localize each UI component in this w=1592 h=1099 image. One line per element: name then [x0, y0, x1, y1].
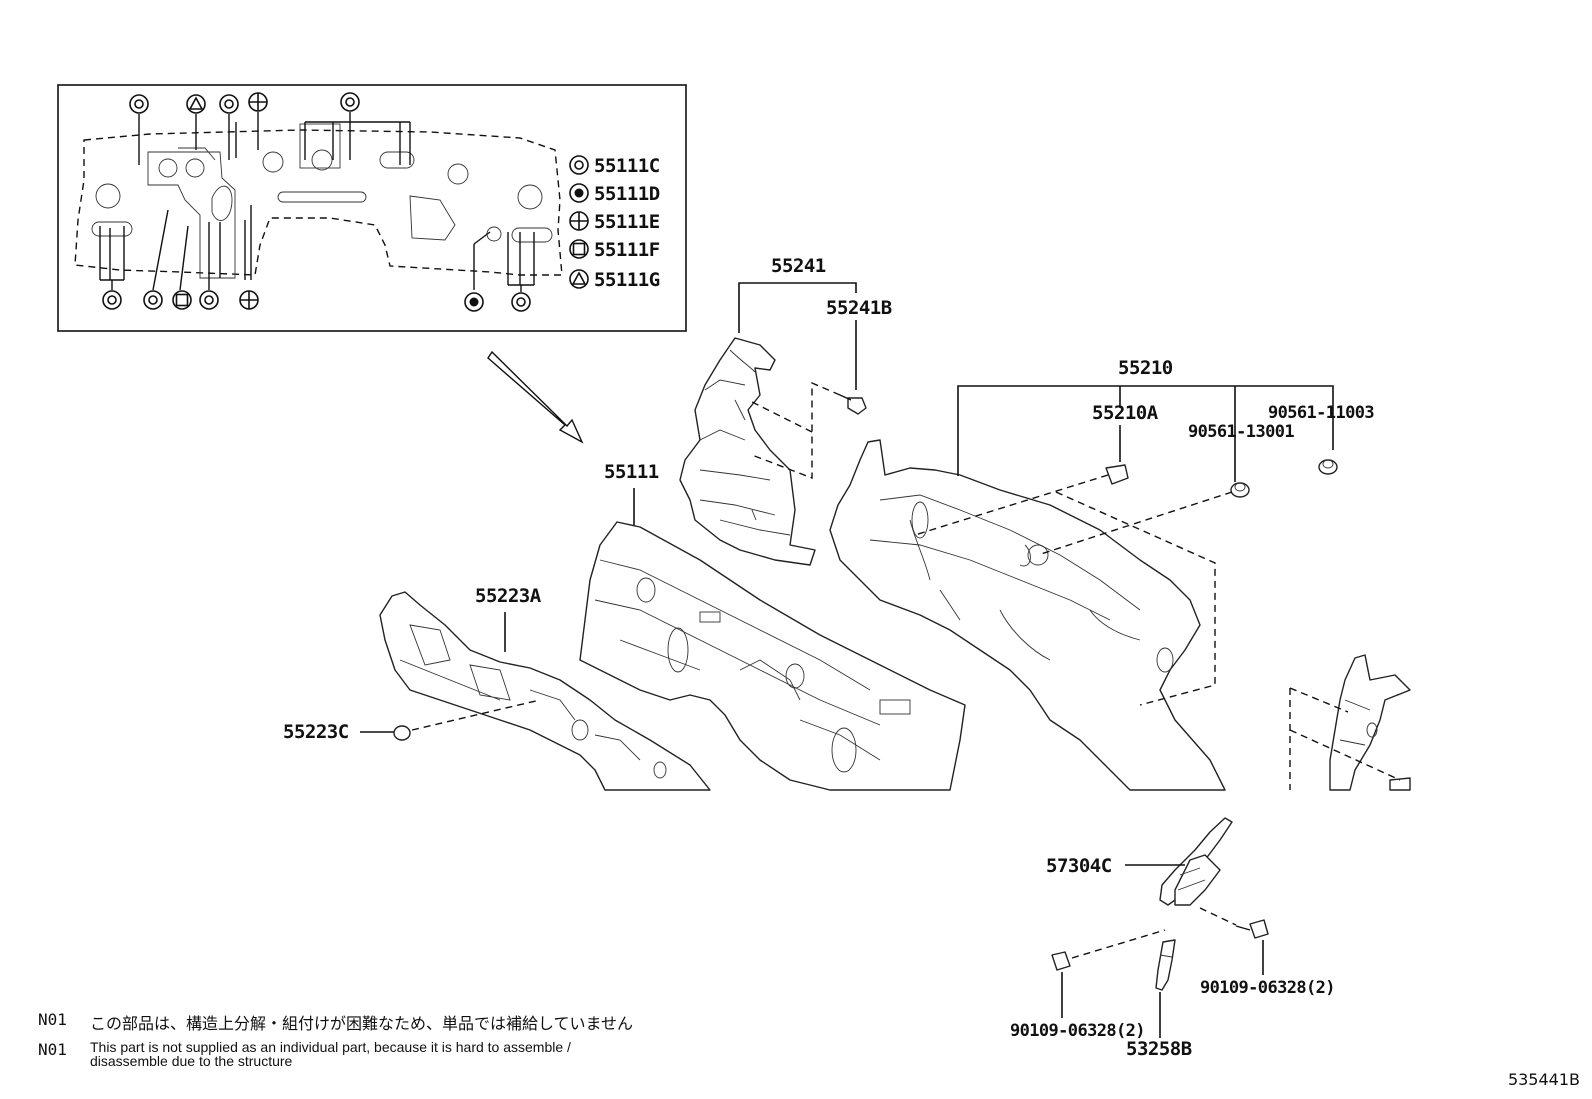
legend-code-55111c: 55111C [594, 155, 660, 177]
callout-55241: 55241 [771, 255, 826, 277]
legend-triangle-circle-icon [569, 269, 589, 289]
symbol-55111c [340, 92, 360, 112]
symbol-legend: 55111C 55111D 55111E 55111F 55111G [569, 155, 660, 291]
legend-filled-dot-icon [569, 183, 589, 203]
part-53258b-bracket [1155, 939, 1176, 991]
note-code: N01 [38, 1040, 67, 1059]
figure-number: 535441B [1507, 1070, 1580, 1089]
note-text-en-line2: disassemble due to the structure [90, 1053, 293, 1069]
grommet-90561-13001 [1230, 482, 1250, 498]
callout-55223a: 55223A [475, 585, 542, 607]
legend-code-55111f: 55111F [594, 239, 660, 261]
legend-code-55111e: 55111E [594, 211, 660, 233]
part-55241-insulator [679, 337, 816, 566]
symbol-55111c [143, 290, 163, 310]
symbol-55111e [239, 290, 259, 310]
part-55223a-silencer [379, 591, 711, 791]
symbol-55111g [186, 94, 206, 114]
symbol-55111c [199, 290, 219, 310]
callout-90561-11003: 90561-11003 [1268, 403, 1374, 423]
symbol-55111c [129, 94, 149, 114]
callout-53258b: 53258B [1126, 1038, 1192, 1060]
clip-55210a [1105, 464, 1129, 485]
part-57304c-brace [1159, 817, 1233, 906]
clip-55223c [393, 725, 411, 741]
callout-90109-06328-left: 90109-06328(2) [1010, 1021, 1145, 1041]
callout-90561-13001: 90561-13001 [1188, 422, 1294, 442]
legend-square-circle-icon [569, 239, 589, 259]
symbol-55111f [172, 290, 192, 310]
direction-arrow [487, 350, 584, 444]
clip-55241b [839, 394, 867, 415]
grommet-90561-11003 [1318, 459, 1338, 475]
note-english: N01 This part is not supplied as an indi… [38, 1040, 571, 1068]
part-right-fragment [1329, 654, 1411, 791]
callout-90109-06328-right: 90109-06328(2) [1200, 978, 1335, 998]
note-code: N01 [38, 1010, 67, 1029]
note-text-ja: この部品は、構造上分解・組付けが困難なため、単品では補給していません [90, 1014, 634, 1033]
bolt-90109-left [1051, 951, 1071, 971]
symbol-55111c [102, 290, 122, 310]
bolt-90109-right [1235, 919, 1269, 939]
callout-55210: 55210 [1118, 357, 1173, 379]
legend-cross-circle-icon [569, 211, 589, 231]
callout-55241b: 55241B [826, 297, 892, 319]
callout-55223c: 55223C [283, 721, 349, 743]
callout-55111: 55111 [604, 461, 659, 483]
note-text-en-line1: This part is not supplied as an individu… [90, 1039, 571, 1055]
legend-double-circle-icon [569, 155, 589, 175]
legend-code-55111d: 55111D [594, 183, 660, 205]
legend-code-55111g: 55111G [594, 269, 660, 291]
part-55210-insulator [829, 439, 1226, 791]
symbol-55111d [464, 292, 484, 312]
callout-55210a: 55210A [1092, 402, 1159, 424]
inset-detail-box: 55111C 55111D 55111E 55111F 55111G [57, 84, 687, 332]
symbol-55111c [511, 292, 531, 312]
symbol-55111c [219, 94, 239, 114]
note-japanese: N01 この部品は、構造上分解・組付けが困難なため、単品では補給していません [38, 1010, 633, 1034]
symbol-55111e [248, 92, 268, 112]
callout-57304c: 57304C [1046, 855, 1112, 877]
part-55111-dash-panel [579, 521, 966, 791]
